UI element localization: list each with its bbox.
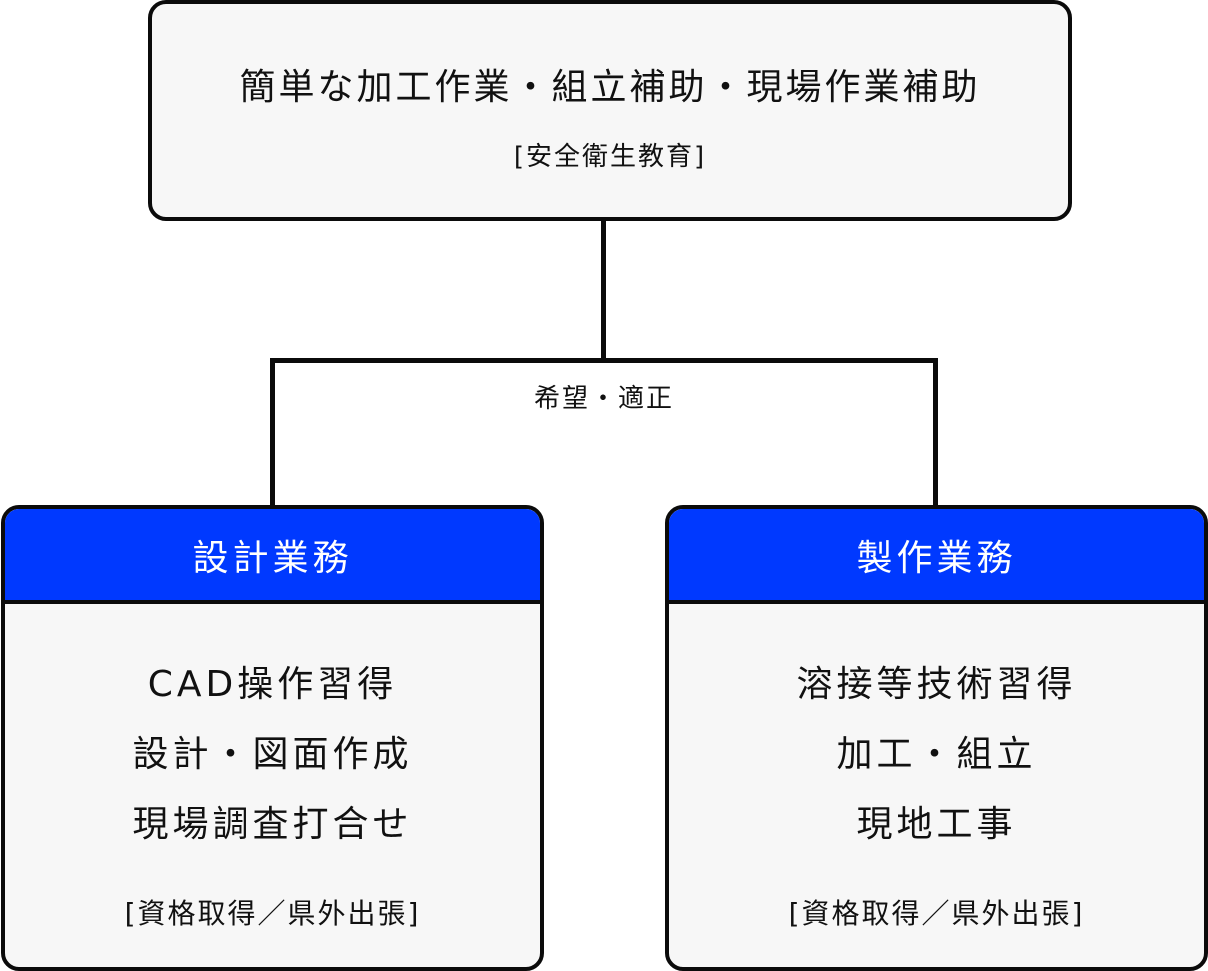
connector-vertical-main <box>601 220 606 362</box>
card-item: 現地工事 <box>856 804 1017 845</box>
top-box-title: 簡単な加工作業・組立補助・現場作業補助 <box>239 67 981 108</box>
branch-label: 希望・適正 <box>533 384 674 414</box>
connector-horizontal <box>270 358 938 363</box>
card-manufacturing-work: 製作業務 溶接等技術習得 加工・組立 現地工事 [資格取得／県外出張] <box>665 505 1208 971</box>
card-header: 製作業務 <box>669 509 1204 604</box>
top-box-basic-training: 簡単な加工作業・組立補助・現場作業補助 [安全衛生教育] <box>148 0 1072 221</box>
card-item: 溶接等技術習得 <box>796 664 1077 705</box>
connector-left-drop <box>270 358 275 508</box>
card-body: CAD操作習得 設計・図面作成 現場調査打合せ [資格取得／県外出張] <box>5 650 540 932</box>
card-header: 設計業務 <box>5 509 540 604</box>
card-design-work: 設計業務 CAD操作習得 設計・図面作成 現場調査打合せ [資格取得／県外出張] <box>1 505 544 971</box>
card-note: [資格取得／県外出張] <box>788 897 1085 930</box>
card-item: CAD操作習得 <box>147 664 398 705</box>
top-box-subtitle: [安全衛生教育] <box>513 142 707 172</box>
card-item: 設計・図面作成 <box>132 734 413 775</box>
connector-right-drop <box>933 358 938 508</box>
card-item: 加工・組立 <box>836 734 1037 775</box>
card-item: 現場調査打合せ <box>132 804 413 845</box>
card-body: 溶接等技術習得 加工・組立 現地工事 [資格取得／県外出張] <box>669 650 1204 932</box>
card-note: [資格取得／県外出張] <box>124 897 421 930</box>
